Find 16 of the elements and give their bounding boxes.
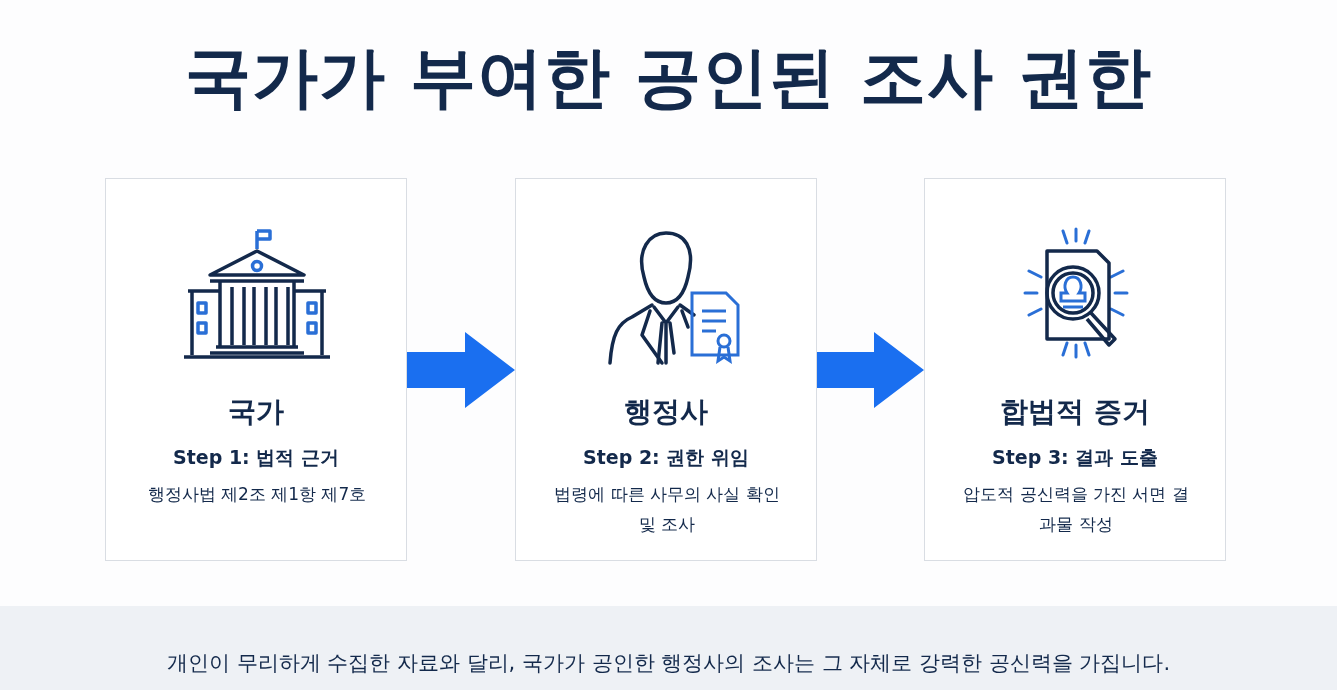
step-label: Step 3: 결과 도출 xyxy=(991,445,1159,470)
card-heading: 합법적 증거 xyxy=(999,394,1151,430)
arrow xyxy=(817,332,924,408)
card-heading: 행정사 xyxy=(623,394,709,430)
step-card xyxy=(924,178,1226,561)
step-label: Step 2: 권한 위임 xyxy=(582,445,750,470)
card-description: 법령에 따른 사무의 사실 확인 및 조사 xyxy=(553,483,781,536)
arrow xyxy=(407,332,515,408)
title: 국가가 부여한 공인된 조사 권한 xyxy=(184,38,1153,118)
card-heading: 국가 xyxy=(227,394,285,430)
step-card xyxy=(515,178,817,561)
card-description: 행정사법 제2조 제1항 제7호 xyxy=(146,483,368,506)
card-description: 압도적 공신력을 가진 서면 결과물 작성 xyxy=(962,483,1190,536)
step-card xyxy=(105,178,407,561)
caption: 개인이 무리하게 수집한 자료와 달리, 국가가 공인한 행정사의 조사는 그 자체로 강력한 공신력을 가집니다. xyxy=(165,650,1172,677)
step-label: Step 1: 법적 근거 xyxy=(172,445,340,470)
